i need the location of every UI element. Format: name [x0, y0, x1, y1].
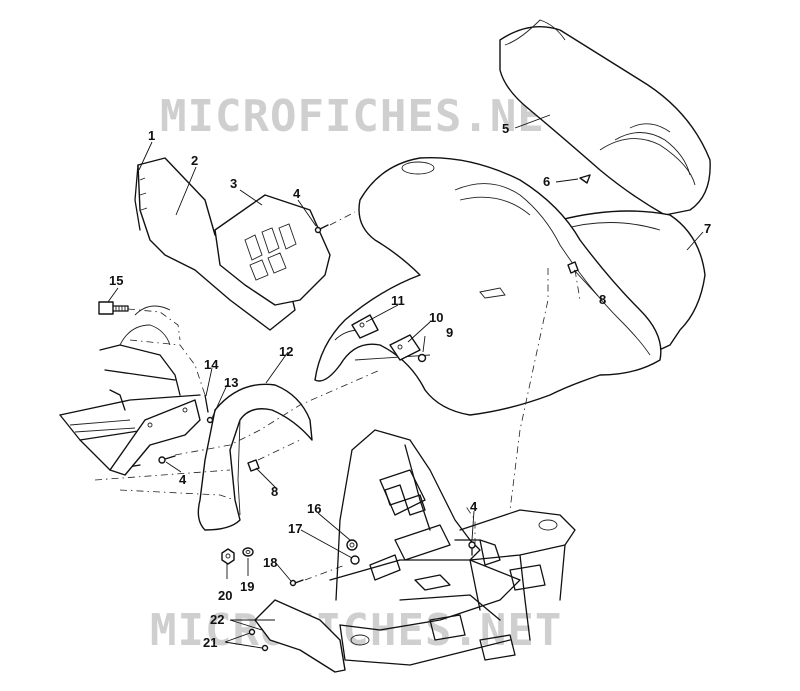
fastener-4-screw-right — [468, 541, 476, 556]
fastener-17-washer — [350, 555, 360, 565]
part-3-vent-guard — [214, 194, 331, 306]
callout-8-lower: 8 — [271, 484, 278, 499]
callout-20: 20 — [218, 588, 232, 603]
callout-9: 9 — [446, 325, 453, 340]
leader-lines — [107, 114, 704, 649]
fastener-18-screw — [289, 579, 304, 587]
fastener-9-nut — [417, 353, 427, 363]
callout-2: 2 — [191, 153, 198, 168]
fastener-15-bolt — [98, 301, 129, 315]
callout-15: 15 — [109, 273, 123, 288]
part-5-seat — [499, 19, 711, 216]
part-12-fender-flare — [197, 383, 313, 531]
fastener-8-nut-a — [567, 261, 579, 274]
front-fender-hood — [314, 156, 662, 416]
callout-12: 12 — [279, 344, 293, 359]
footrest-platform — [59, 305, 201, 476]
part-1-edge — [134, 164, 141, 231]
callout-21: 21 — [203, 635, 217, 650]
callout-7: 7 — [704, 221, 711, 236]
callout-4-lower-right: 4 — [470, 499, 478, 514]
callout-1: 1 — [148, 128, 155, 143]
callout-3: 3 — [230, 176, 237, 191]
callout-11: 11 — [391, 293, 405, 308]
callout-18: 18 — [263, 555, 277, 570]
fastener-14-screw — [204, 394, 209, 413]
fastener-20-nut — [221, 548, 235, 565]
fastener-11-bracket — [351, 314, 379, 339]
callout-17: 17 — [288, 521, 302, 536]
callout-14: 14 — [204, 357, 219, 372]
callout-10: 10 — [429, 310, 443, 325]
fastener-4-screw-top — [314, 224, 329, 234]
fastener-10-bracket — [389, 334, 421, 361]
callout-4: 4 — [293, 186, 301, 201]
frame-assembly — [329, 429, 576, 666]
callout-13: 13 — [224, 375, 238, 390]
callout-16: 16 — [307, 501, 321, 516]
callout-numbers: 1 2 3 4 5 6 7 8 9 10 11 12 13 14 15 4 8 … — [109, 121, 711, 650]
fastener-19-washer — [242, 547, 254, 557]
callout-4-lower-left: 4 — [179, 472, 187, 487]
callout-5: 5 — [502, 121, 509, 136]
fastener-16-grommet — [346, 539, 358, 551]
assembly-lines — [94, 211, 581, 581]
fastener-21-screws — [248, 628, 269, 652]
fastener-13-screw — [206, 416, 214, 424]
fastener-4-screw-left — [158, 455, 176, 464]
callout-6: 6 — [543, 174, 550, 189]
fastener-6-clip — [579, 174, 591, 184]
callout-19: 19 — [240, 579, 254, 594]
part-22-bracket — [254, 599, 346, 673]
callout-8: 8 — [599, 292, 606, 307]
watermark-top: MICROFICHES.NET — [160, 91, 572, 142]
callout-22: 22 — [210, 612, 224, 627]
